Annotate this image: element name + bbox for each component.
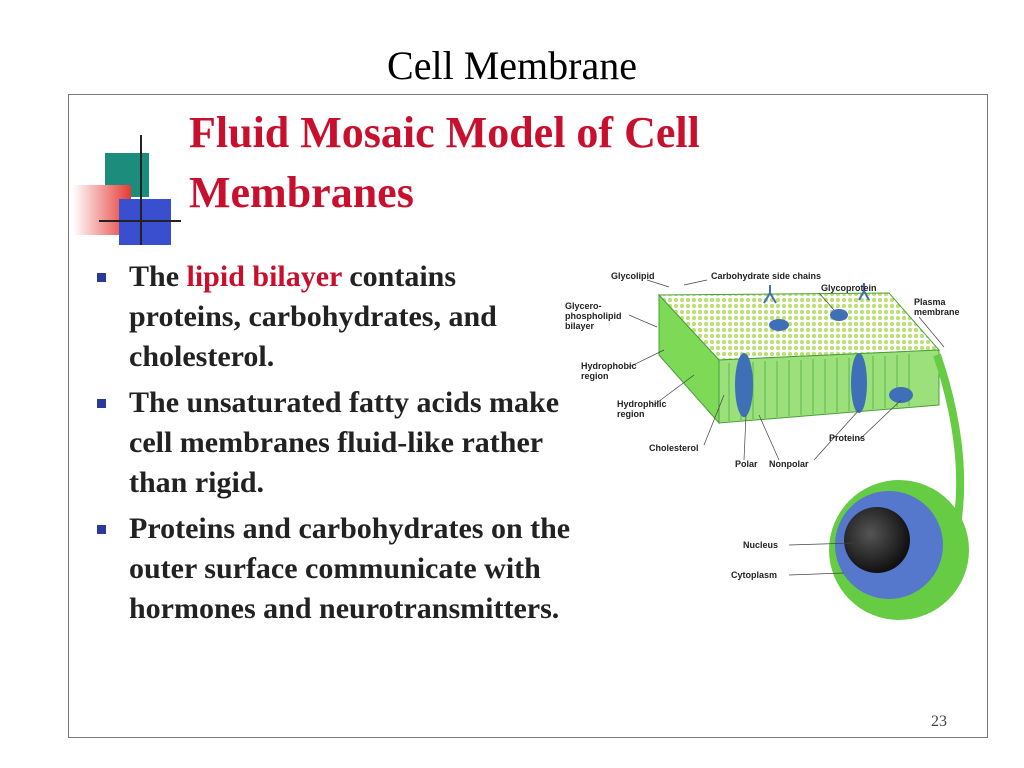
label-carbohydrate-side-chains: Carbohydrate side chains: [711, 271, 821, 281]
label-cholesterol: Cholesterol: [649, 443, 699, 453]
surface-protein: [769, 319, 789, 331]
bullet-highlight: lipid bilayer: [186, 260, 342, 293]
carbohydrate-chain: [858, 283, 870, 301]
label-glycerophospholipid: phospholipid: [565, 311, 622, 321]
slide-heading: Fluid Mosaic Model of Cell Membranes: [189, 108, 700, 217]
bullet-square-icon: [97, 273, 106, 282]
label-nucleus: Nucleus: [743, 540, 778, 550]
peripheral-protein: [889, 387, 913, 403]
surface-protein: [830, 309, 848, 321]
label-glycoprotein: Glycoprotein: [821, 283, 877, 293]
label-polar: Polar: [735, 459, 758, 469]
integral-protein: [735, 353, 753, 417]
bullet-text: contains proteins, carbohydrates, and ch…: [129, 260, 497, 373]
label-hydrophilic-region: Hydrophilic: [617, 399, 667, 409]
bullet-text: The unsaturated fatty acids make cell me…: [129, 386, 560, 499]
membrane-side-face: [718, 349, 940, 424]
page-title: Cell Membrane: [387, 43, 637, 88]
slide-number: 23: [931, 713, 947, 730]
label-glycolipid: Glycolipid: [611, 271, 655, 281]
label-glycerophospholipid: bilayer: [565, 321, 595, 331]
bullet-item: The lipid bilayer contains proteins, car…: [95, 257, 575, 377]
label-plasma-membrane: membrane: [914, 307, 960, 317]
decorative-squares: [73, 135, 181, 245]
nucleus: [844, 507, 910, 573]
carbohydrate-chain: [763, 285, 777, 304]
label-plasma-membrane: Plasma: [914, 297, 947, 307]
bullet-square-icon: [97, 525, 106, 534]
bullet-item: Proteins and carbohydrates on the outer …: [95, 509, 575, 629]
integral-protein: [851, 353, 867, 413]
label-proteins: Proteins: [829, 433, 865, 443]
label-hydrophobic-region: region: [581, 371, 609, 381]
label-nonpolar: Nonpolar: [769, 459, 809, 469]
bullet-square-icon: [97, 399, 106, 408]
label-hydrophilic-region: region: [617, 409, 645, 419]
cell-membrane-diagram: Glycolipid Carbohydrate side chains Glyc…: [565, 271, 969, 620]
bullet-text: The: [129, 260, 187, 293]
bullet-text: Proteins and carbohydrates on the outer …: [129, 512, 571, 625]
bullet-list: The lipid bilayer contains proteins, car…: [95, 257, 575, 635]
bullet-item: The unsaturated fatty acids make cell me…: [95, 383, 575, 503]
label-cytoplasm: Cytoplasm: [731, 570, 777, 580]
label-glycerophospholipid: Glycero-: [565, 301, 602, 311]
slide: Fluid Mosaic Model of Cell Membranes The…: [68, 94, 988, 738]
label-hydrophobic-region: Hydrophobic: [581, 361, 637, 371]
